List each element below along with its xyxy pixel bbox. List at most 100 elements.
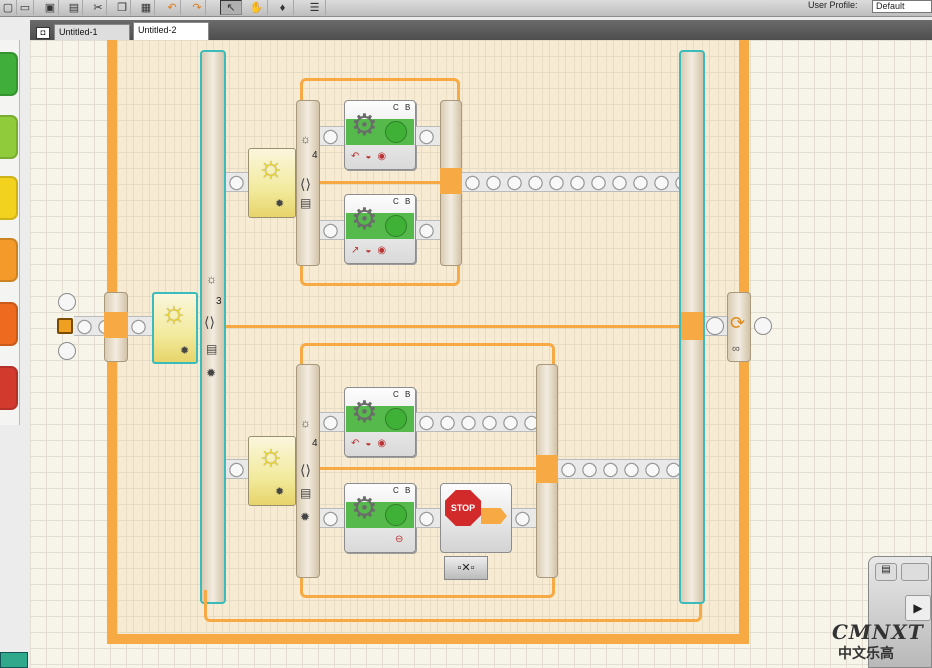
value-hub-icon: ▤ <box>300 486 312 500</box>
sequence-beam <box>512 508 536 528</box>
pointer-icon[interactable]: ↖ <box>220 0 242 15</box>
sequence-beam <box>416 508 440 528</box>
light-hub-icon: ☼ <box>206 272 217 286</box>
common-palette-button[interactable] <box>0 52 18 96</box>
loop-end-block[interactable]: ⟳ ∞ <box>727 292 751 362</box>
stop-block[interactable]: STOP <box>440 483 512 553</box>
loop-arrows-icon: ⟳ <box>730 313 746 333</box>
new-file-icon[interactable]: ▢ <box>0 0 17 15</box>
start-socket <box>58 342 76 360</box>
data-wire <box>320 467 536 470</box>
custom-palette-icon[interactable]: ☰ <box>304 0 326 15</box>
motor-settings-icons: ↶◒◉ <box>351 151 393 162</box>
bottom-switch-count: 4 <box>312 438 318 449</box>
user-profile-select[interactable]: Default <box>872 0 932 13</box>
gear-icon: ⚙ <box>351 203 378 236</box>
motor-block[interactable]: C B ⚙ ↗◒◉ <box>344 194 416 264</box>
sequence-beam <box>462 172 680 192</box>
action-palette-button[interactable] <box>0 115 18 159</box>
compare-hub-icon: ⟨⟩ <box>204 314 215 330</box>
save-as-icon[interactable]: ▤ <box>66 0 83 15</box>
start-point-icon[interactable] <box>57 318 73 334</box>
stop-data-hub[interactable]: ▫✕▫ <box>444 556 488 580</box>
bottom-switch-frame <box>300 343 555 598</box>
open-folder-icon[interactable]: ▭ <box>17 0 34 15</box>
sequence-beam <box>320 412 344 432</box>
sequence-beam <box>320 220 344 240</box>
advanced-palette-button[interactable] <box>0 366 18 410</box>
paste-icon[interactable]: ▦ <box>138 0 155 15</box>
motor-ports: C B <box>393 103 413 112</box>
value-hub-icon: ▤ <box>300 196 312 210</box>
light-sub-icon: ✹ <box>275 198 285 210</box>
save-icon[interactable]: ▣ <box>42 0 59 15</box>
sequence-beam <box>416 126 440 146</box>
motor-ports: C B <box>393 390 413 399</box>
loop-socket <box>706 317 724 335</box>
sequence-beam <box>558 459 680 479</box>
cut-icon[interactable]: ✂ <box>90 0 107 15</box>
document-tab-bar <box>30 20 932 40</box>
tab-untitled-1[interactable]: Untitled-1 <box>54 24 130 40</box>
light-sub-icon: ✹ <box>275 486 285 498</box>
compare-hub-icon: ⟨⟩ <box>300 176 311 192</box>
undo-icon[interactable]: ↶ <box>164 0 181 15</box>
stop-arrow-icon <box>481 508 507 524</box>
loop-socket <box>754 317 772 335</box>
start-socket <box>58 293 76 311</box>
light-sensor-switch-block[interactable]: ☼ ✹ <box>152 292 198 364</box>
tab-untitled-2[interactable]: Untitled-2 <box>133 22 209 40</box>
gear-icon: ⚙ <box>351 492 378 525</box>
sequence-beam <box>226 172 250 192</box>
gear-icon: ⚙ <box>351 396 378 429</box>
sequence-beam <box>226 459 250 479</box>
motor-ports: C B <box>393 486 413 495</box>
motor-settings-icons: ↶◒◉ <box>351 438 393 449</box>
motor-power-indicator <box>385 504 407 526</box>
light-sensor-icon: ☼ <box>257 439 285 472</box>
download-button[interactable] <box>901 563 929 581</box>
motor-power-indicator <box>385 408 407 430</box>
motor-power-indicator <box>385 121 407 143</box>
sequence-beam <box>416 412 536 432</box>
light-sensor-icon: ☼ <box>160 296 188 329</box>
switch-junction <box>536 455 558 483</box>
motor-settings-icons: ↗◒◉ <box>351 245 393 256</box>
run-button-icon[interactable]: ▶ <box>905 595 931 621</box>
palette-toggle-icon[interactable] <box>0 652 28 668</box>
motor-block[interactable]: C B ⚙ ↶◒◉ <box>344 387 416 457</box>
block-palette <box>0 40 20 425</box>
comment-icon[interactable]: ♦ <box>272 0 294 15</box>
top-light-sensor-block[interactable]: ☼ ✹ <box>248 148 296 218</box>
motor-block[interactable]: C B ⚙ ↶◒◉ <box>344 100 416 170</box>
data-wire <box>320 181 440 184</box>
top-switch-pillar <box>296 100 320 266</box>
stop-sign-icon: STOP <box>445 490 481 526</box>
motor-stop-block[interactable]: C B ⚙ ⊖ <box>344 483 416 553</box>
light-sub-icon: ✹ <box>180 345 190 357</box>
logic-hub-icon: ✹ <box>300 510 311 524</box>
user-profile-label: User Profile: <box>808 0 858 10</box>
nxt-controller[interactable]: ▤ ▶ <box>868 556 932 668</box>
outer-switch-pillar[interactable] <box>200 50 226 604</box>
flow-palette-button[interactable] <box>0 238 18 282</box>
compare-hub-icon: ⟨⟩ <box>300 462 311 478</box>
sequence-beam <box>320 126 344 146</box>
switch-junction <box>681 312 703 340</box>
sequence-beam <box>128 316 152 336</box>
sensor-palette-button[interactable] <box>0 176 18 220</box>
watermark-logo: CMNXT <box>832 620 924 644</box>
sequence-beam <box>416 220 440 240</box>
data-wire <box>226 325 682 328</box>
main-toolbar: ▢ ▭ ▣ ▤ ✂ ❐ ▦ ↶ ↷ ↖ ✋ ♦ ☰ <box>0 0 932 17</box>
nxt-window-icon[interactable]: ▤ <box>875 563 897 581</box>
data-palette-button[interactable] <box>0 302 18 346</box>
copy-icon[interactable]: ❐ <box>114 0 131 15</box>
tab-home-icon[interactable]: ◘ <box>36 27 50 39</box>
infinity-icon: ∞ <box>732 343 740 355</box>
pan-hand-icon[interactable]: ✋ <box>246 0 268 15</box>
watermark-subtitle: 中文乐高 <box>838 645 894 661</box>
bottom-light-sensor-block[interactable]: ☼ ✹ <box>248 436 296 506</box>
redo-icon[interactable]: ↷ <box>189 0 206 15</box>
motor-ports: C B <box>393 197 413 206</box>
